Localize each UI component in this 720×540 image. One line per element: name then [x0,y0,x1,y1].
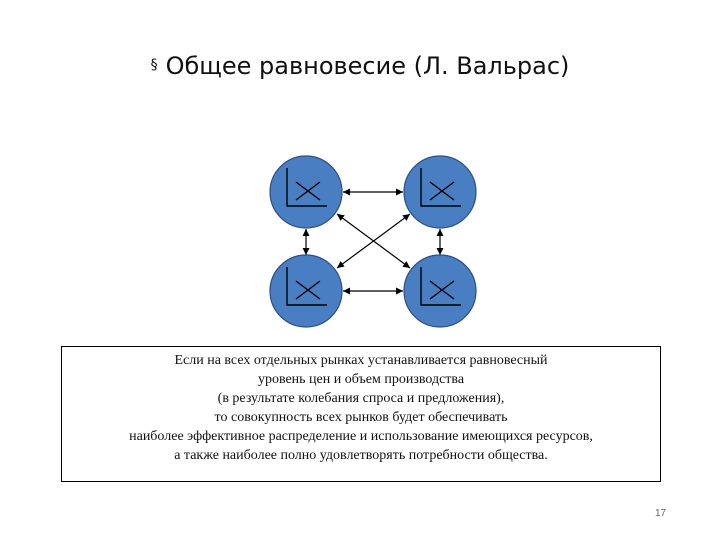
page-number: 17 [655,508,667,519]
supply-demand-icon [420,168,461,207]
slide-title-text: Общее равновесие (Л. Вальрас) [165,52,570,80]
description-line: уровень цен и объем производства [257,372,465,387]
market-node-bottom-left [269,254,343,328]
description-line: а также наиболее полно удовлетворять пот… [174,448,548,463]
description-line: наиболее эффективное распределение и исп… [129,429,593,444]
market-node-top-left [269,155,343,229]
description-line: (в результате колебания спроса и предлож… [217,391,505,406]
description-textbox: Если на всех отдельных рынках устанавлив… [61,346,661,482]
market-equilibrium-diagram [269,155,477,328]
supply-demand-icon [286,267,327,306]
edge-diagonal-tr-bl [336,213,411,269]
bullet-icon: § [150,57,158,73]
supply-demand-icon [420,267,461,306]
supply-demand-icon [286,168,327,207]
description-line: Если на всех отдельных рынках устанавлив… [174,353,548,368]
slide-title: § Общее равновесие (Л. Вальрас) [0,52,720,80]
market-node-bottom-right [403,254,477,328]
market-node-top-right [403,155,477,229]
description-line: то совокупность всех рынков будет обеспе… [214,410,508,425]
